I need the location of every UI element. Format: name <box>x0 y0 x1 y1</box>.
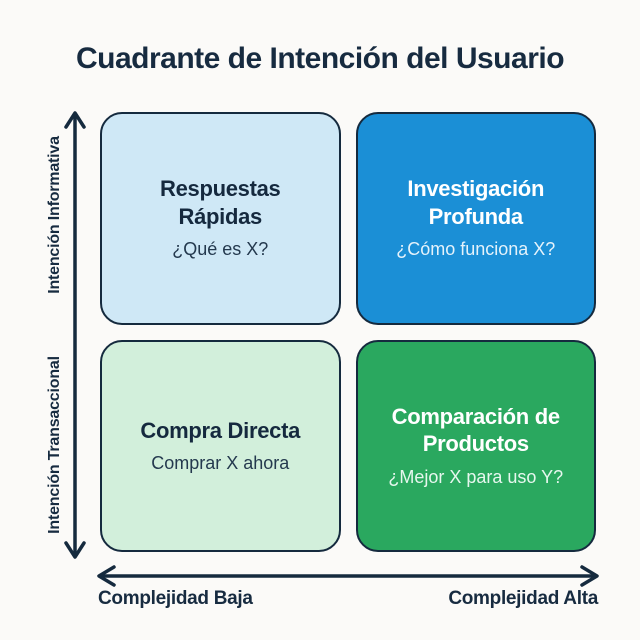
quadrant-subtitle: ¿Mejor X para uso Y? <box>388 466 564 487</box>
x-axis-arrow-left-icon <box>97 565 116 587</box>
quadrant-comparacion-productos: Comparación de Productos ¿Mejor X para u… <box>355 339 596 552</box>
x-axis-label-baja: Complejidad Baja <box>98 588 253 609</box>
quadrant-grid: Respuestas Rápidas ¿Qué es X? Investigac… <box>100 112 596 552</box>
y-axis-arrow-down-icon <box>64 541 86 559</box>
quadrant-compra-directa: Compra Directa Comprar X ahora <box>100 339 341 552</box>
quadrant-respuestas-rapidas: Respuestas Rápidas ¿Qué es X? <box>100 112 341 325</box>
quadrant-title: Compra Directa <box>140 417 301 443</box>
quadrant-title: Comparación de Productos <box>391 403 560 457</box>
quadrant-subtitle: ¿Qué es X? <box>172 239 269 260</box>
page-title: Cuadrante de Intención del Usuario <box>75 42 565 75</box>
x-axis-arrow-right-icon <box>580 565 599 587</box>
y-axis-label-transaccional: Intención Transaccional <box>46 356 63 534</box>
y-axis-arrow-up-icon <box>64 111 86 129</box>
quadrant-investigacion-profunda: Investigación Profunda ¿Cómo funciona X? <box>355 112 596 325</box>
quadrant-subtitle: Comprar X ahora <box>151 453 290 474</box>
quadrant-title: Investigación Profunda <box>407 176 545 229</box>
x-axis-labels: Complejidad Baja Complejidad Alta <box>98 588 598 610</box>
y-axis-label-informativa: Intención Informativa <box>46 136 63 294</box>
quadrant-subtitle: ¿Cómo funciona X? <box>396 239 556 260</box>
x-axis-label-alta: Complejidad Alta <box>448 588 598 609</box>
quadrant-title: Respuestas Rápidas <box>159 176 281 229</box>
